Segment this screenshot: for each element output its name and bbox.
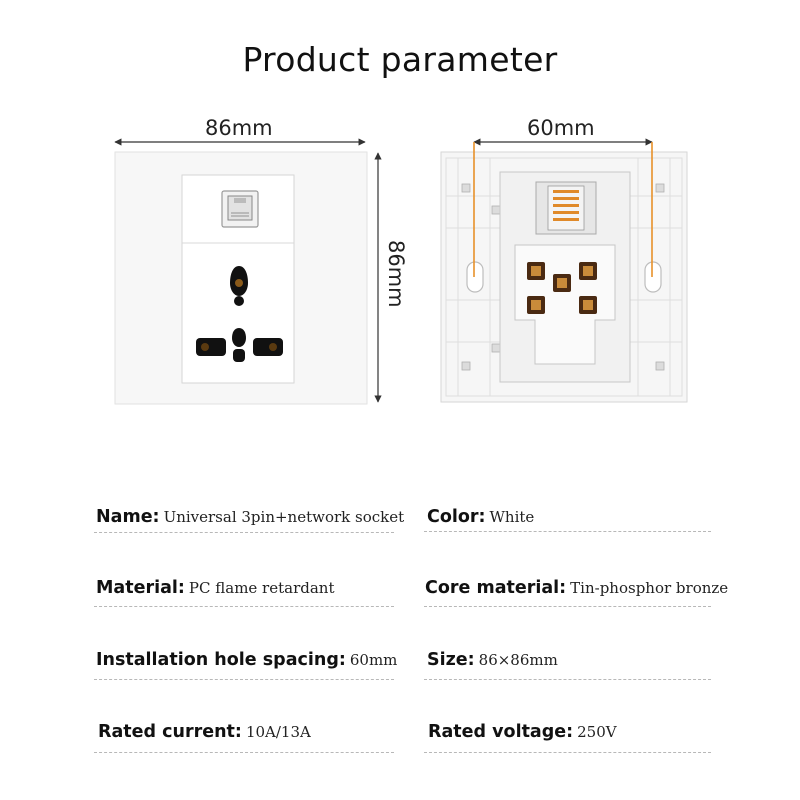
mounting-slot-right-icon [644,261,662,293]
spec-hole-spacing: Installation hole spacing:60mm [96,650,397,670]
spec-material: Material:PC flame retardant [96,578,334,598]
spec-row-3: Installation hole spacing:60mm Size:86×8… [0,650,800,690]
spec-value: White [489,508,535,526]
divider [424,531,711,532]
spec-label: Rated voltage: [428,722,574,742]
front-view [114,138,382,405]
divider [94,532,394,533]
spec-color: Color:White [427,507,534,527]
spec-label: Size: [427,650,475,670]
spec-value: 10A/13A [245,723,311,741]
network-port-icon [221,190,259,228]
spec-row-4: Rated current:10A/13A Rated voltage:250V [0,722,800,762]
mounting-slot-left-icon [466,261,484,293]
spec-core-material: Core material:Tin-phosphor bronze [425,578,728,598]
spec-row-1: Name:Universal 3pin+network socket Color… [0,507,800,547]
front-width-label: 86mm [205,116,273,140]
spec-label: Rated current: [98,722,242,742]
spec-rated-voltage: Rated voltage:250V [428,722,617,742]
spec-rated-current: Rated current:10A/13A [98,722,311,742]
divider [94,752,394,753]
divider [424,606,711,607]
spec-name: Name:Universal 3pin+network socket [96,507,404,527]
divider [424,679,711,680]
socket-back-terminals-icon [514,244,616,365]
hole-spacing-label: 60mm [527,116,595,140]
back-view [440,138,688,403]
spec-label: Name: [96,507,160,527]
page-title: Product parameter [242,40,558,79]
divider [94,679,394,680]
spec-label: Installation hole spacing: [96,650,346,670]
spec-value: 86×86mm [478,651,558,669]
spec-value: 250V [577,723,617,741]
divider [424,752,711,753]
spec-size: Size:86×86mm [427,650,558,670]
spec-value: Tin-phosphor bronze [570,579,729,597]
spec-label: Core material: [425,578,567,598]
spec-value: 60mm [349,651,398,669]
universal-socket-icon [196,266,283,362]
spec-value: Universal 3pin+network socket [163,508,405,526]
divider [94,606,394,607]
spec-value: PC flame retardant [188,579,335,597]
spec-label: Material: [96,578,185,598]
rj45-keystone-icon [535,181,597,235]
spec-row-2: Material:PC flame retardant Core materia… [0,578,800,618]
spec-label: Color: [427,507,486,527]
